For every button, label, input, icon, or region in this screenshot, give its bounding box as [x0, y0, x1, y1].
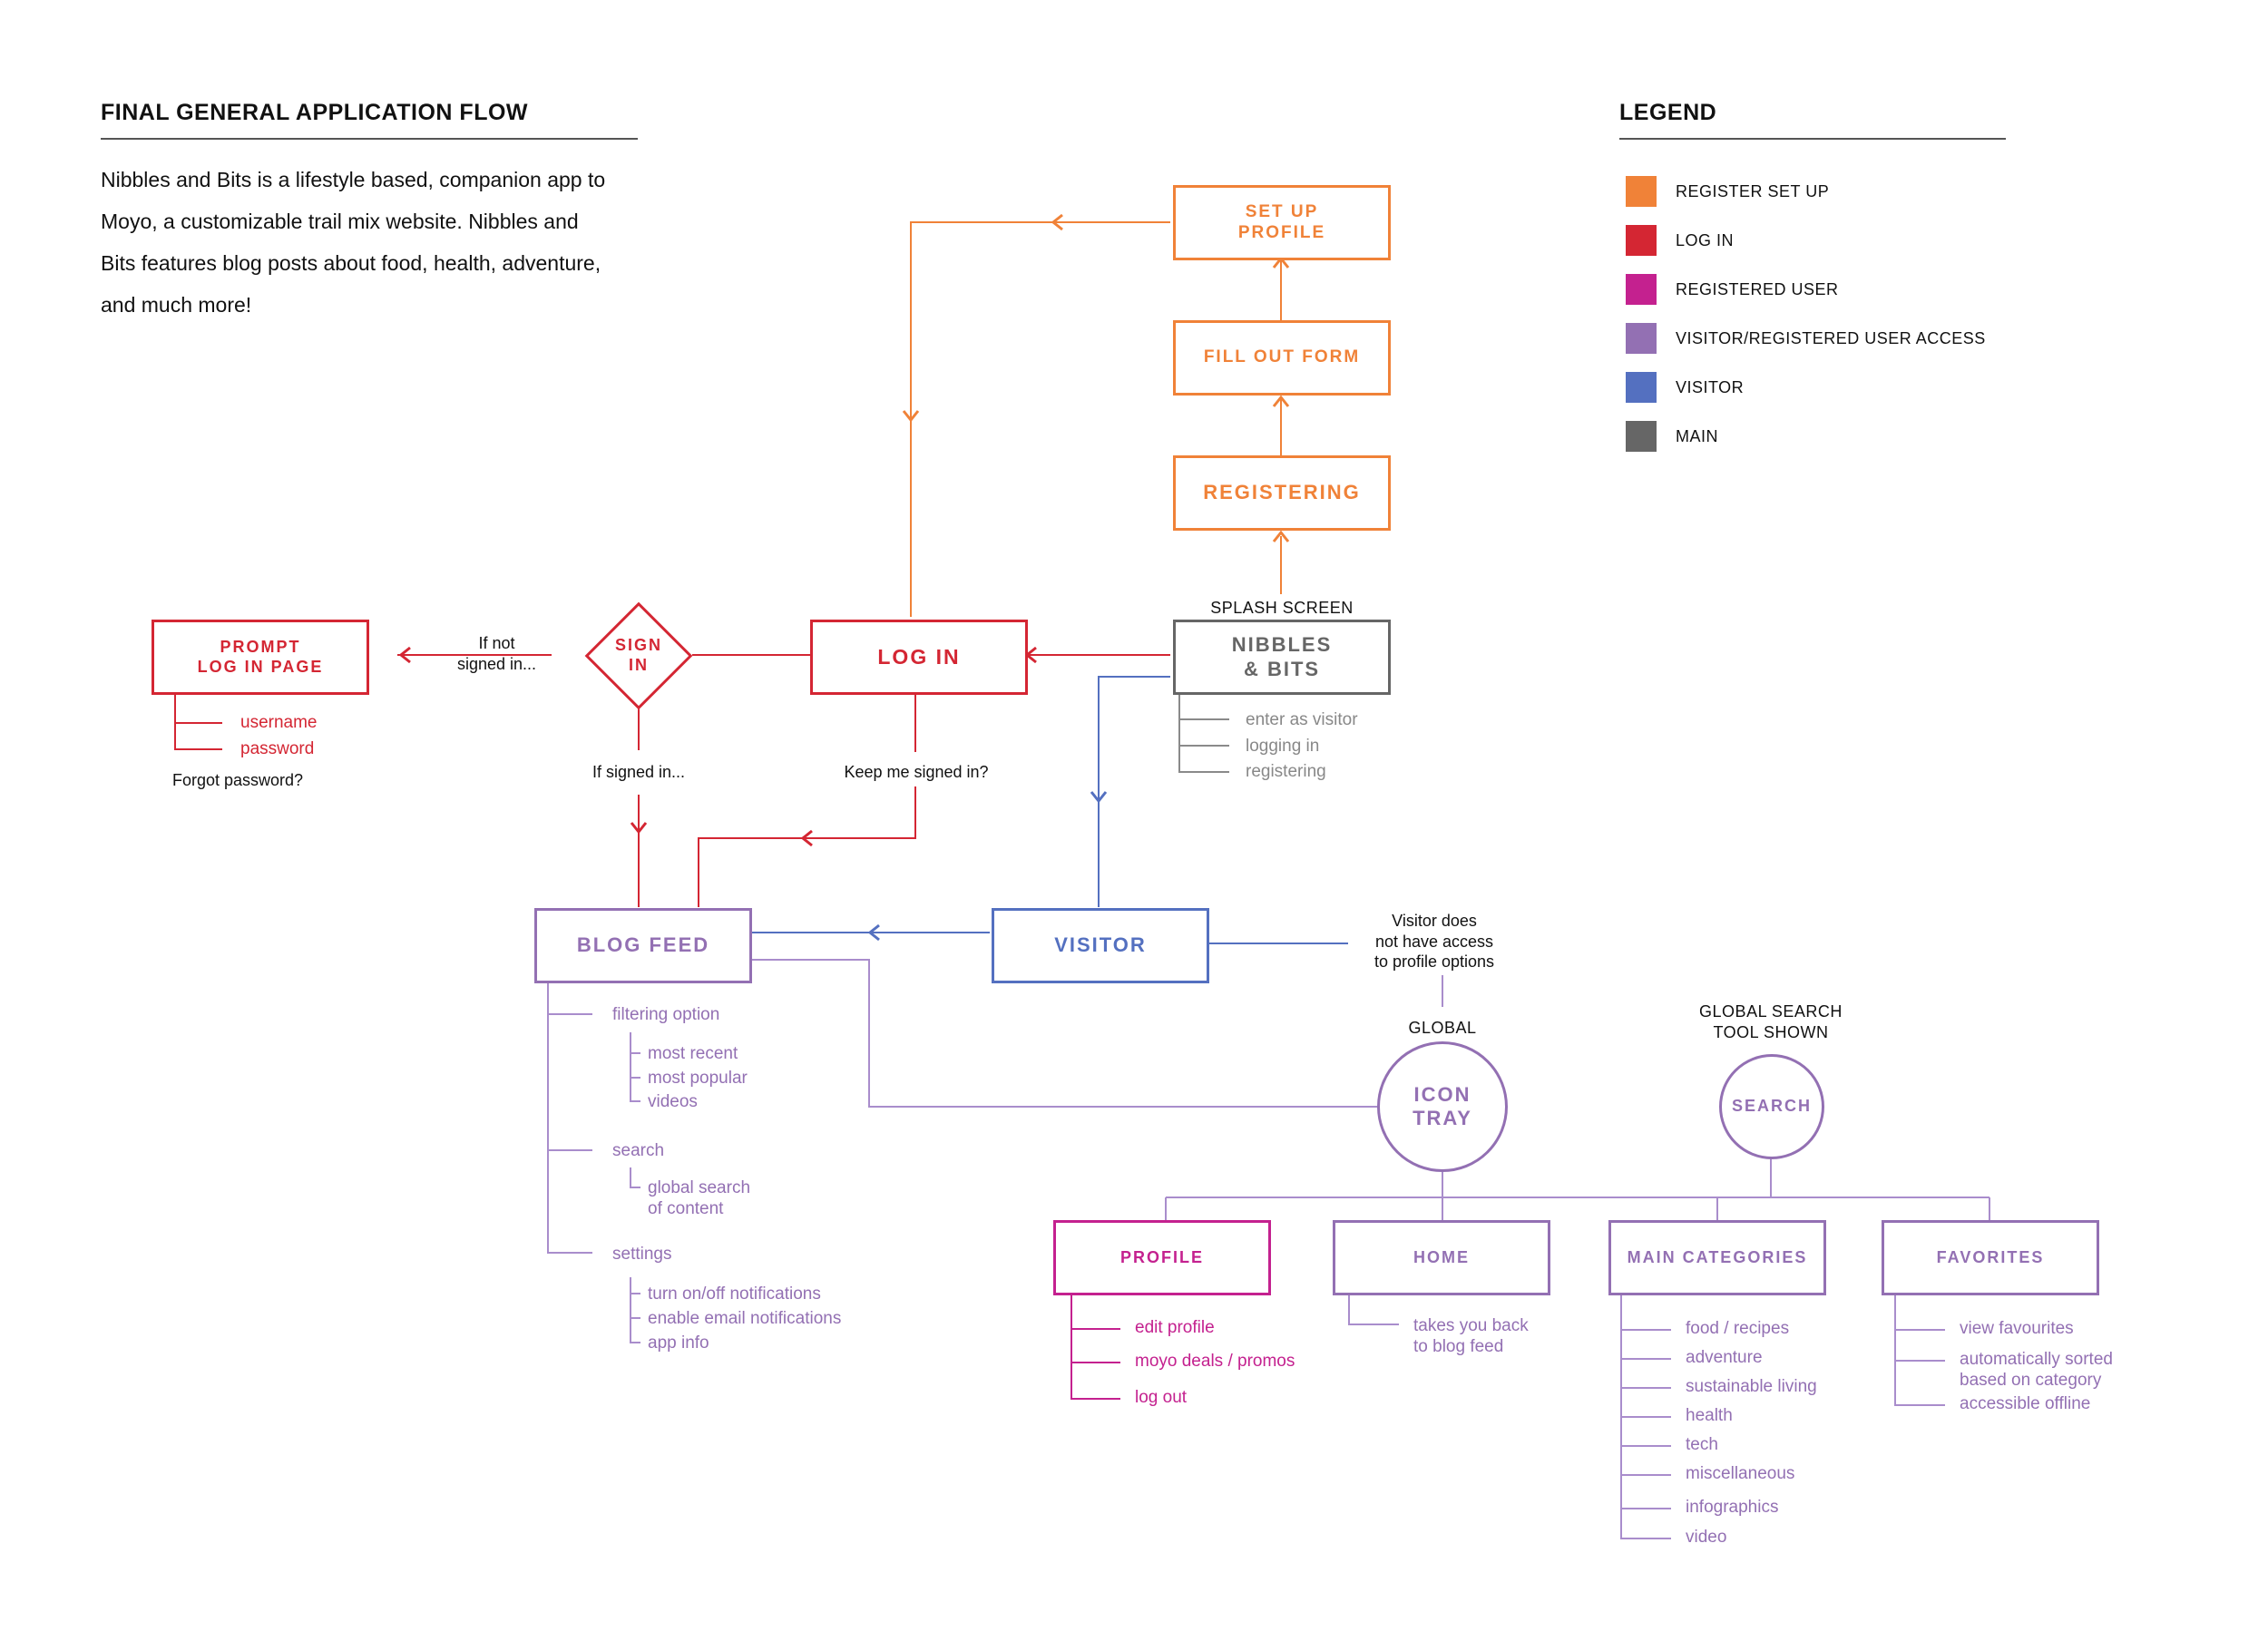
log-in-node: LOG IN — [810, 620, 1028, 695]
favorites-node: FAVORITES — [1882, 1220, 2099, 1295]
sign-in-decision: SIGN IN — [584, 601, 693, 710]
settings-app-info: app info — [648, 1333, 709, 1353]
favorites-offline: accessible offline — [1960, 1394, 2091, 1413]
blog-filter-most-popular: most popular — [648, 1069, 748, 1088]
legend-swatch-access — [1626, 323, 1657, 354]
fill-out-form-node: FILL OUT FORM — [1173, 320, 1391, 396]
legend-label-register: REGISTER SET UP — [1676, 182, 1830, 200]
forgot-password-note: Forgot password? — [172, 771, 304, 789]
legend-divider — [1619, 138, 2006, 140]
category-health: health — [1686, 1406, 1733, 1425]
visitor-access-note: Visitor does not have access to profile … — [1374, 912, 1495, 971]
registering-node: REGISTERING — [1173, 455, 1391, 531]
visitor-node: VISITOR — [992, 908, 1209, 983]
splash-option-registering: registering — [1246, 762, 1326, 781]
intro-paragraph: Nibbles and Bits is a lifestyle based, c… — [101, 168, 606, 317]
legend-swatch-visitor — [1626, 372, 1657, 403]
splash-screen-label: SPLASH SCREEN — [1210, 599, 1354, 617]
main-categories-node: MAIN CATEGORIES — [1608, 1220, 1826, 1295]
global-label: GLOBAL — [1408, 1019, 1477, 1037]
legend-swatch-register — [1626, 176, 1657, 207]
keep-signed-in-note: Keep me signed in? — [844, 763, 989, 781]
blog-global-search: global search of content — [648, 1178, 751, 1218]
blog-filter-most-recent: most recent — [648, 1044, 738, 1063]
legend-swatch-main — [1626, 421, 1657, 452]
legend-swatch-login — [1626, 225, 1657, 256]
category-infographics: infographics — [1686, 1498, 1779, 1517]
if-signed-in-note: If signed in... — [591, 763, 686, 781]
profile-edit-profile: edit profile — [1135, 1318, 1215, 1337]
page-title: FINAL GENERAL APPLICATION FLOW — [101, 100, 529, 125]
legend-title: LEGEND — [1619, 100, 1717, 125]
category-food-recipes: food / recipes — [1686, 1319, 1790, 1338]
settings-notifications: turn on/off notifications — [648, 1284, 821, 1304]
blog-filtering-option: filtering option — [612, 1005, 720, 1024]
prompt-password: password — [240, 739, 315, 758]
category-sustainable-living: sustainable living — [1686, 1377, 1817, 1396]
blog-search-option: search — [612, 1141, 665, 1160]
legend-label-main: MAIN — [1676, 427, 1718, 445]
blog-settings-option: settings — [612, 1245, 672, 1264]
settings-email-notifications: enable email notifications — [648, 1309, 842, 1328]
global-search-note: GLOBAL SEARCH TOOL SHOWN — [1699, 1002, 1843, 1041]
legend-label-login: LOG IN — [1676, 231, 1735, 249]
profile-moyo-deals: moyo deals / promos — [1135, 1352, 1295, 1371]
profile-log-out: log out — [1135, 1388, 1188, 1407]
legend-label-registered-user: REGISTERED USER — [1676, 280, 1839, 298]
prompt-username: username — [240, 713, 318, 732]
blog-feed-node: BLOG FEED — [534, 908, 752, 983]
home-description: takes you back to blog feed — [1413, 1316, 1529, 1356]
home-node: HOME — [1333, 1220, 1550, 1295]
nibbles-and-bits-node: NIBBLES & BITS — [1173, 620, 1391, 695]
prompt-login-node: PROMPT LOG IN PAGE — [152, 620, 369, 695]
legend-label-visitor: VISITOR — [1676, 378, 1745, 396]
favorites-view: view favourites — [1960, 1319, 2074, 1338]
legend-swatch-registered-user — [1626, 274, 1657, 305]
category-video: video — [1686, 1528, 1727, 1547]
splash-option-visitor: enter as visitor — [1246, 710, 1358, 729]
category-tech: tech — [1686, 1435, 1718, 1454]
category-adventure: adventure — [1686, 1348, 1763, 1367]
title-divider — [101, 138, 638, 140]
category-miscellaneous: miscellaneous — [1686, 1464, 1795, 1483]
search-node: SEARCH — [1719, 1054, 1824, 1159]
blog-filter-videos: videos — [648, 1092, 698, 1111]
profile-node: PROFILE — [1053, 1220, 1271, 1295]
sign-in-label: SIGN IN — [614, 636, 662, 674]
icon-tray-node: ICON TRAY — [1377, 1041, 1508, 1172]
favorites-sorted: automatically sorted based on category — [1960, 1350, 2113, 1390]
if-not-signed-in-note: If not signed in... — [456, 634, 537, 673]
setup-profile-node: SET UP PROFILE — [1173, 185, 1391, 260]
legend-label-access: VISITOR/REGISTERED USER ACCESS — [1676, 329, 1986, 347]
splash-option-login: logging in — [1246, 737, 1320, 756]
